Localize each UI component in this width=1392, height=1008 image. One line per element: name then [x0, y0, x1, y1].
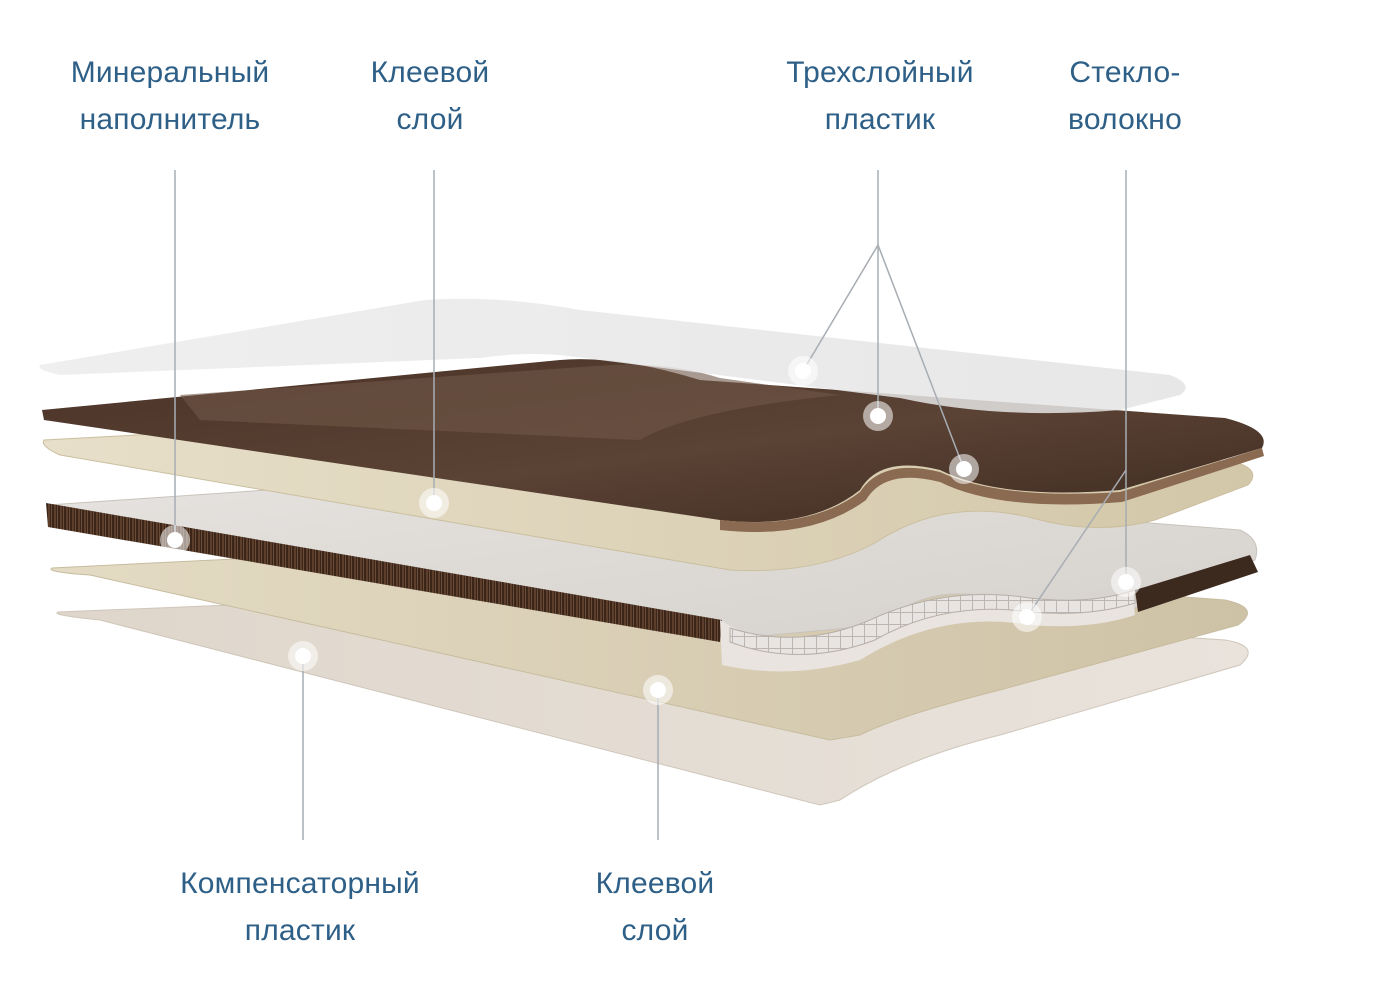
label-mineral-filler-line2: наполнитель — [79, 103, 261, 136]
label-fiberglass: Стекло- волокно — [1035, 49, 1215, 143]
label-mineral-filler: Минеральный наполнитель — [40, 49, 300, 143]
dot-comp — [288, 641, 318, 671]
label-glue-layer-bottom: Клеевой слой — [555, 860, 755, 954]
label-glue-layer-top-line1: Клеевой — [370, 56, 490, 89]
dot-glue-top — [419, 488, 449, 518]
leader-hpl-left — [802, 244, 879, 372]
leader-hpl-right — [877, 244, 965, 470]
label-three-layer-plastic: Трехслойный пластик — [750, 49, 1010, 143]
leader-lines — [174, 170, 1127, 840]
label-three-layer-plastic-line1: Трехслойный — [786, 56, 974, 89]
dot-mineral — [160, 525, 190, 555]
label-mineral-filler-line1: Минеральный — [70, 56, 270, 89]
label-compensating-plastic: Компенсаторный пластик — [150, 860, 450, 954]
label-glue-layer-top: Клеевой слой — [320, 49, 540, 143]
dot-hpl-1 — [788, 356, 818, 386]
hpl-light-inlay — [180, 364, 840, 440]
label-glue-layer-top-line2: слой — [396, 103, 464, 136]
mineral-core-edge — [46, 503, 722, 642]
label-fiberglass-line1: Стекло- — [1069, 56, 1181, 89]
dot-fiber-2 — [1012, 602, 1042, 632]
dot-glue-bottom — [643, 675, 673, 705]
label-fiberglass-line2: волокно — [1068, 103, 1182, 136]
label-three-layer-plastic-line2: пластик — [824, 103, 936, 136]
hpl-edge — [720, 448, 1264, 532]
dot-fiber-1 — [1111, 567, 1141, 597]
leader-fiber-diag — [1026, 469, 1127, 618]
transparent-top-film — [39, 298, 1186, 414]
label-compensating-plastic-line1: Компенсаторный — [180, 867, 420, 900]
label-glue-layer-bottom-line1: Клеевой — [595, 867, 715, 900]
core-right-edge — [1135, 555, 1258, 612]
dot-hpl-3 — [949, 454, 979, 484]
label-glue-layer-bottom-line2: слой — [621, 914, 689, 947]
marker-dots — [160, 356, 1141, 705]
dot-hpl-2 — [863, 401, 893, 431]
label-compensating-plastic-line2: пластик — [244, 914, 356, 947]
